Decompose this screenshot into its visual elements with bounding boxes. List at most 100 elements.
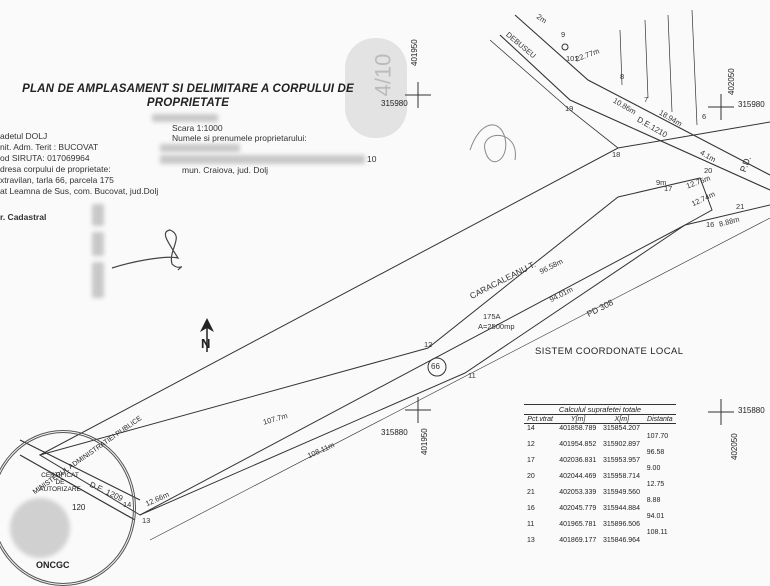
point-label: 13	[142, 516, 151, 525]
table-row: 16 402045.779 315944.884	[524, 504, 676, 512]
stamp-number: 120	[72, 503, 86, 512]
table-cell	[600, 464, 644, 472]
point-label: 7	[644, 95, 649, 104]
grid-coordinate: 402050	[727, 68, 736, 95]
table-cell	[524, 496, 556, 504]
owner-label: Numele si prenumele proprietarului:	[172, 133, 307, 143]
info-line: xtravilan, tarla 66, parcela 175	[0, 175, 114, 185]
stamp-line: CERTIFICAT	[41, 472, 79, 479]
signature-faint	[469, 124, 516, 163]
table-cell: 402036.831	[559, 456, 597, 464]
table-cell	[600, 480, 644, 488]
table-cell	[556, 432, 600, 440]
table-cell	[644, 424, 676, 433]
grid-coordinate: 401950	[420, 428, 429, 455]
table-row: 9.00	[524, 464, 676, 472]
table-cell-distance: 108.11	[646, 528, 668, 536]
parcel-number: 175A	[483, 312, 501, 321]
property-info: adetul DOLJ nit. Adm. Terit : BUCOVAT od…	[0, 131, 158, 197]
table-cell	[556, 480, 600, 488]
table-cell: 315953.957	[602, 456, 640, 464]
redacted-stamp-center	[10, 498, 70, 558]
tarla-number: 66	[431, 362, 440, 371]
table-cell-distance: 94.01	[646, 512, 665, 520]
point-label: 12	[424, 340, 433, 349]
table-cell: 402045.779	[559, 504, 597, 512]
title-line-2: PROPRIETATE	[146, 97, 230, 109]
grid-coordinate: 315880	[738, 406, 765, 415]
title-line-1: PLAN DE AMPLASAMENT SI DELIMITARE A CORP…	[22, 83, 354, 95]
owner-suffix: 10	[367, 154, 377, 164]
table-cell: 13	[527, 536, 535, 544]
table-cell	[556, 448, 600, 456]
table-cell-distance: 96.58	[646, 448, 665, 456]
table-cell	[524, 448, 556, 456]
parcel-outline	[38, 177, 713, 516]
table-cell-distance: 12.75	[646, 480, 665, 488]
road-pd308-edge	[149, 217, 770, 541]
table-cell: 315958.714	[602, 472, 640, 480]
table-cell: 401858.789	[559, 424, 597, 432]
table-cell: 16	[527, 504, 535, 512]
table-row: 12.75	[524, 480, 676, 488]
redacted-cadastral	[92, 204, 104, 226]
table-cell: 315854.207	[602, 424, 640, 432]
table-cell-distance: 107.70	[646, 432, 669, 440]
table-cell	[644, 488, 676, 496]
table-header: Distanta	[647, 415, 673, 423]
stamp-cert: CERTIFICAT DE AUTORIZARE	[30, 472, 90, 493]
table-row: 96.58	[524, 448, 676, 456]
table-title: Calculul suprafetei totale	[558, 405, 642, 414]
table-cell	[524, 464, 556, 472]
redacted-owner	[160, 155, 365, 164]
signature	[111, 229, 183, 271]
redacted-cadastral	[92, 232, 104, 256]
table-cell	[644, 456, 676, 464]
table-cell: 402053.339	[559, 488, 597, 496]
table-cell	[524, 528, 556, 536]
table-cell	[524, 480, 556, 488]
distance-label: 9m	[656, 178, 667, 187]
table-cell	[556, 528, 600, 536]
owner-address: mun. Craiova, jud. Dolj	[182, 165, 268, 175]
grid-coordinate: 402050	[730, 433, 739, 460]
table-cell	[600, 512, 644, 520]
point-label: 17	[664, 184, 673, 193]
point-label: 9	[561, 30, 566, 39]
point-label: 18	[612, 150, 621, 159]
table-cell: 315944.884	[602, 504, 640, 512]
table-cell	[644, 472, 676, 480]
table-cell	[600, 448, 644, 456]
table-cell: 315949.560	[602, 488, 640, 496]
scale-label: Scara 1:1000	[172, 123, 223, 133]
table-cell: 401954.852	[559, 440, 597, 448]
info-line: dresa corpului de proprietate:	[0, 164, 111, 174]
table-cell	[644, 520, 676, 528]
point-label: 8	[620, 72, 625, 81]
table-cell	[556, 512, 600, 520]
table-row: 107.70	[524, 432, 676, 440]
table-cell-distance: 9.00	[646, 464, 661, 472]
info-line: at Leamna de Sus, com. Bucovat, jud.Dolj	[0, 186, 159, 196]
grid-coordinate: 315880	[381, 428, 408, 437]
point-label: 16	[706, 220, 715, 229]
point-label: 101	[566, 54, 579, 63]
table-cell: 12	[527, 440, 535, 448]
table-cell	[644, 536, 676, 544]
cadastral-label: r. Cadastral	[0, 212, 47, 222]
info-line: od SIRUTA: 017069964	[0, 153, 90, 163]
table-cell-distance: 8.88	[646, 496, 661, 504]
table-header: X[m]	[614, 415, 630, 423]
table-header: Pct.vtrat	[527, 415, 553, 423]
table-cell	[600, 528, 644, 536]
table-cell	[644, 440, 676, 448]
table-cell	[524, 512, 556, 520]
table-cell: 402044.469	[559, 472, 597, 480]
table-cell: 17	[527, 456, 535, 464]
